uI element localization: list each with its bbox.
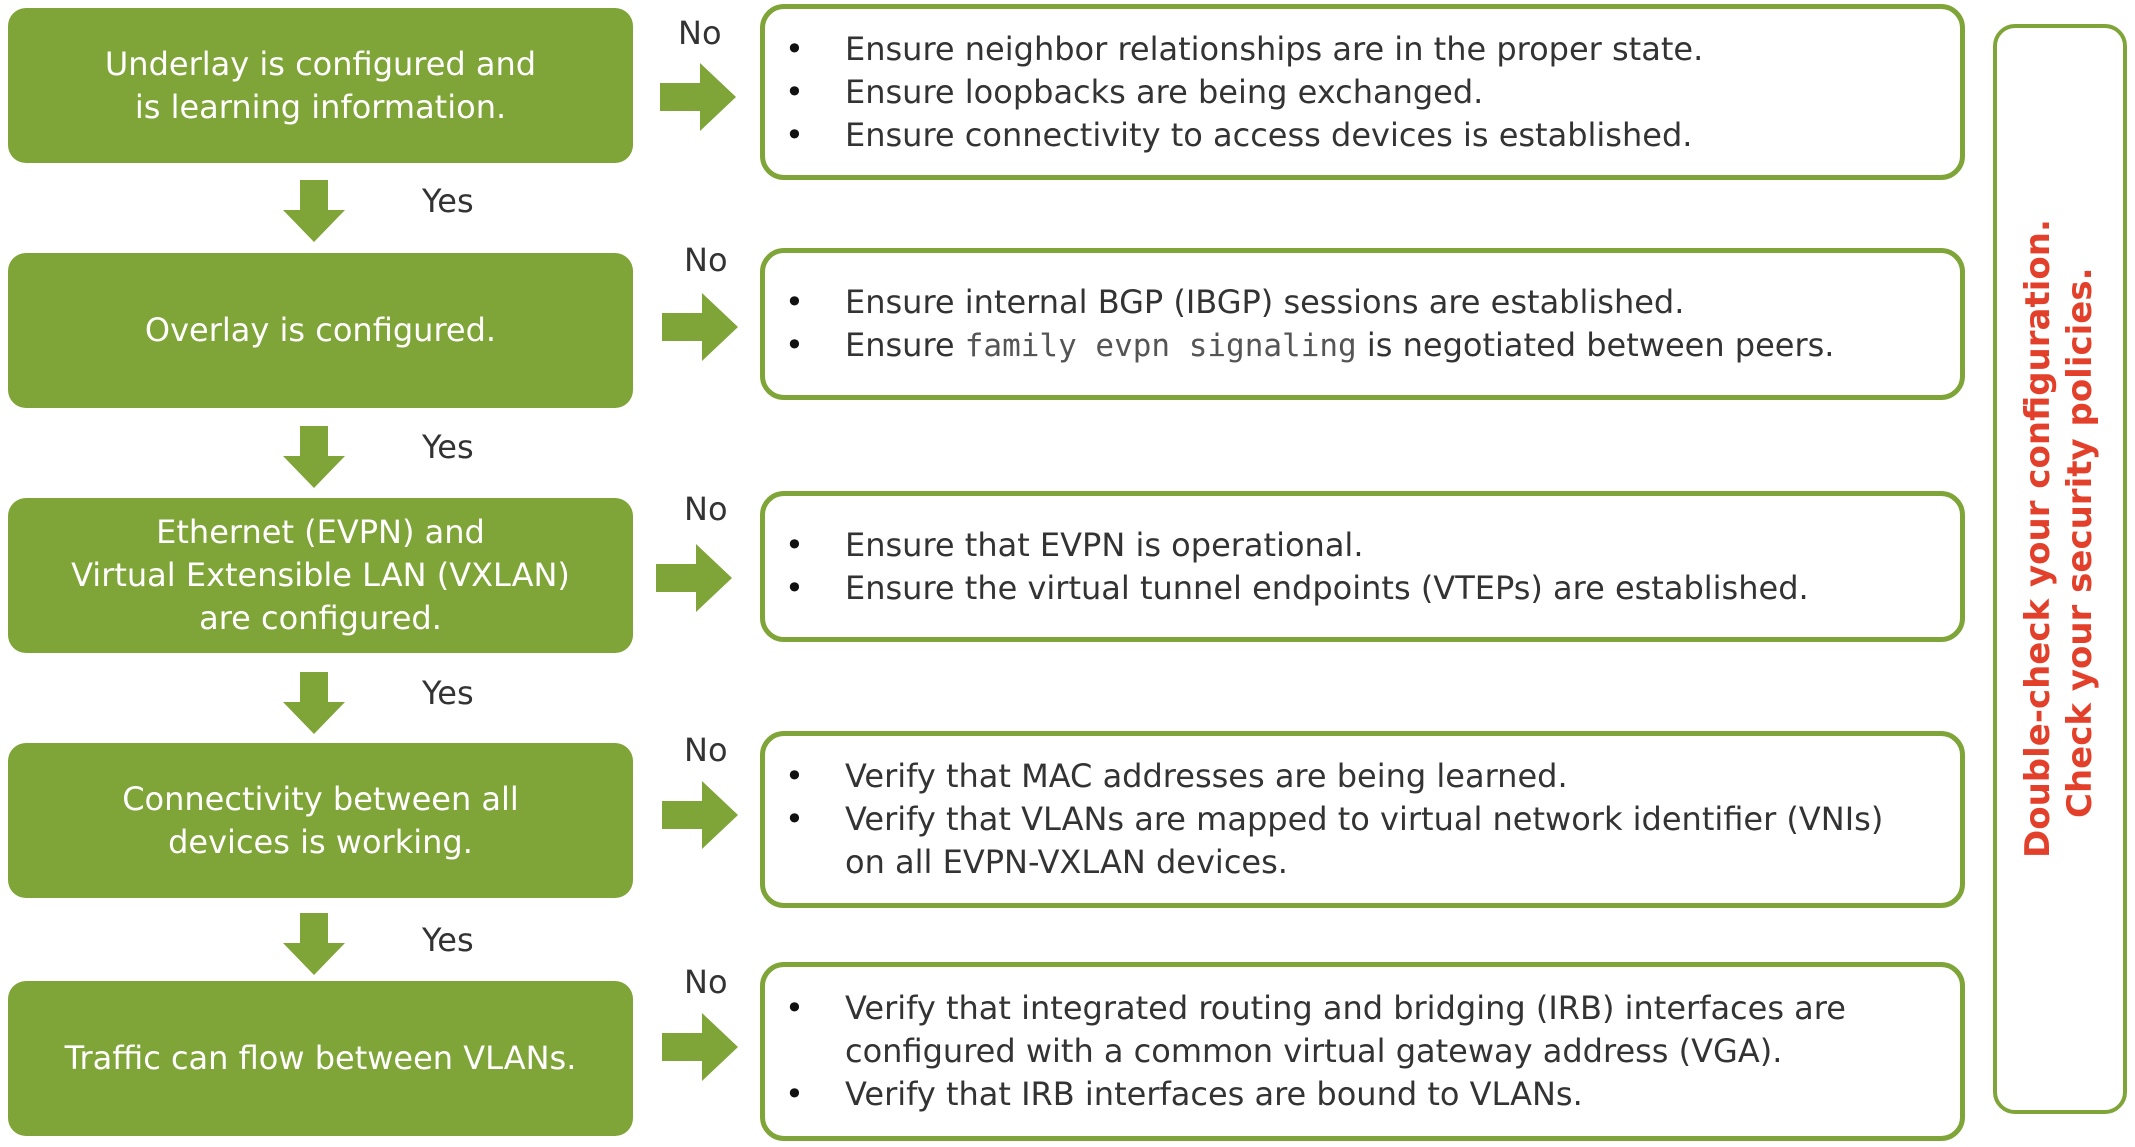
check-item: Ensure the virtual tunnel endpoints (VTE… xyxy=(785,567,1932,610)
down-arrow-icon xyxy=(283,672,345,734)
down-arrow-icon xyxy=(283,913,345,975)
reminder-line-2: Check your security policies. xyxy=(2060,267,2100,818)
no-label: No xyxy=(684,963,728,1001)
code-text: family evpn signaling xyxy=(964,327,1357,364)
step-label: Traffic can flow between VLANs. xyxy=(64,1039,577,1077)
check-item: Verify that integrated routing and bridg… xyxy=(785,987,1932,1073)
down-arrow-icon xyxy=(283,426,345,488)
check-item-evpn-signaling: Ensure family evpn signaling is negotiat… xyxy=(785,324,1932,368)
checklist-connectivity: Verify that MAC addresses are being lear… xyxy=(760,731,1965,908)
yes-label: Yes xyxy=(422,428,474,466)
no-label: No xyxy=(678,14,722,52)
check-text: Ensure xyxy=(845,325,955,364)
right-arrow-icon xyxy=(662,781,738,849)
reminder-line-1: Double-check your configuration. xyxy=(2018,219,2058,858)
check-item: Ensure loopbacks are being exchanged. xyxy=(785,71,1932,114)
check-item: Verify that VLANs are mapped to virtual … xyxy=(785,798,1932,884)
check-item: Ensure that EVPN is operational. xyxy=(785,524,1932,567)
checklist-traffic-vlans: Verify that integrated routing and bridg… xyxy=(760,962,1965,1141)
step-evpn-vxlan: Ethernet (EVPN) and Virtual Extensible L… xyxy=(8,498,633,653)
right-arrow-icon xyxy=(662,1013,738,1081)
reminder-panel xyxy=(1993,24,2127,1114)
right-arrow-icon xyxy=(660,63,736,131)
step-traffic-vlans: Traffic can flow between VLANs. xyxy=(8,981,633,1136)
step-label: Underlay is configured and is learning i… xyxy=(104,44,537,126)
check-item: Ensure internal BGP (IBGP) sessions are … xyxy=(785,281,1932,324)
check-item: Verify that IRB interfaces are bound to … xyxy=(785,1073,1932,1116)
yes-label: Yes xyxy=(422,182,474,220)
checklist-overlay: Ensure internal BGP (IBGP) sessions are … xyxy=(760,248,1965,400)
yes-label: Yes xyxy=(422,674,474,712)
step-label: Overlay is configured. xyxy=(144,311,497,349)
no-label: No xyxy=(684,731,728,769)
step-label: Ethernet (EVPN) and Virtual Extensible L… xyxy=(71,513,570,637)
no-label: No xyxy=(684,490,728,528)
checklist-underlay: Ensure neighbor relationships are in the… xyxy=(760,4,1965,180)
check-item: Ensure connectivity to access devices is… xyxy=(785,114,1932,157)
no-label: No xyxy=(684,241,728,279)
check-item: Ensure neighbor relationships are in the… xyxy=(785,28,1932,71)
yes-label: Yes xyxy=(422,921,474,959)
step-connectivity: Connectivity between all devices is work… xyxy=(8,743,633,898)
check-text: is negotiated between peers. xyxy=(1366,325,1835,364)
right-arrow-icon xyxy=(656,544,732,612)
right-arrow-icon xyxy=(662,293,738,361)
checklist-evpn-vxlan: Ensure that EVPN is operational. Ensure … xyxy=(760,491,1965,642)
step-underlay: Underlay is configured and is learning i… xyxy=(8,8,633,163)
check-item: Verify that MAC addresses are being lear… xyxy=(785,755,1932,798)
down-arrow-icon xyxy=(283,180,345,242)
step-overlay: Overlay is configured. xyxy=(8,253,633,408)
step-label: Connectivity between all devices is work… xyxy=(122,779,519,861)
